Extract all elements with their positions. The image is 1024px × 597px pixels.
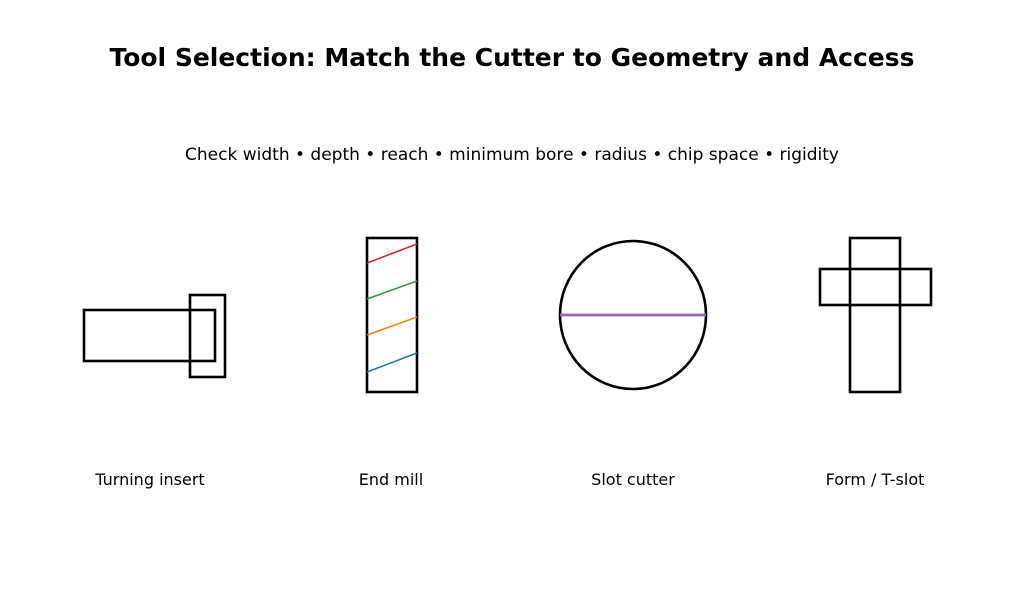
tool-label-slot-cutter: Slot cutter <box>591 470 675 489</box>
tool-label-turning-insert: Turning insert <box>95 470 205 489</box>
t-slot-shank <box>848 236 902 394</box>
end-mill-flute-3 <box>366 316 418 336</box>
insert-holder-shank <box>82 308 217 363</box>
insert-head <box>188 293 227 379</box>
end-mill-flute-2 <box>366 280 418 300</box>
t-slot-cutter-icon <box>818 236 933 394</box>
page-title: Tool Selection: Match the Cutter to Geom… <box>109 43 915 72</box>
end-mill-icon <box>365 236 419 394</box>
end-mill-flute-4 <box>366 352 418 373</box>
tool-label-form-t-slot: Form / T-slot <box>825 470 925 489</box>
tool-label-end-mill: End mill <box>358 470 424 489</box>
turning-insert-icon <box>82 293 227 379</box>
end-mill-body <box>365 236 419 394</box>
t-slot-head <box>818 267 933 307</box>
page-subtitle: Check width • depth • reach • minimum bo… <box>185 145 839 165</box>
end-mill-flute-1 <box>366 243 418 264</box>
slot-cutter-icon <box>558 239 708 391</box>
